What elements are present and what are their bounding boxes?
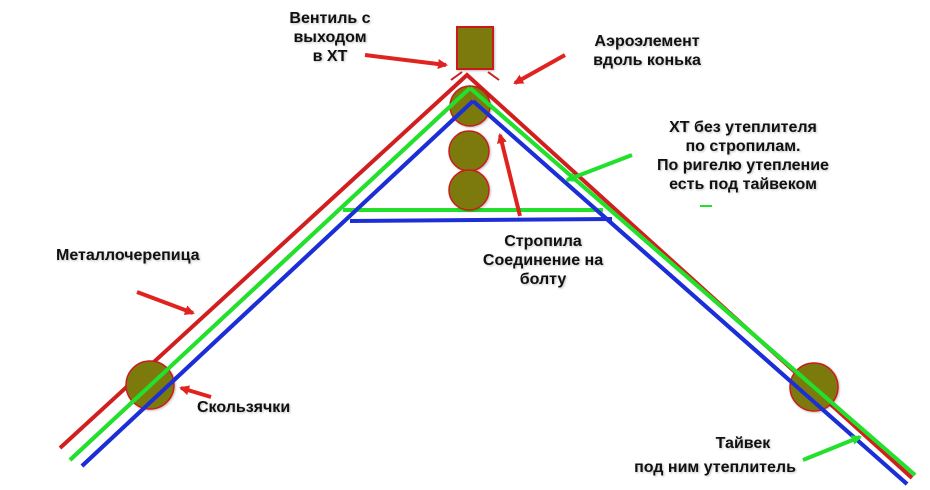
aero-element-label: Аэроэлемент вдоль конька	[593, 33, 701, 69]
collar-tie-blue	[349, 217, 613, 223]
arrow-icon	[513, 53, 566, 85]
tyvek-label: Тайвек под ним утеплитель	[634, 435, 796, 476]
insulation-overlay-right	[468, 86, 917, 477]
log-section-icon	[448, 130, 490, 172]
arrow-icon	[179, 385, 212, 399]
arrow-icon	[136, 290, 195, 315]
rafter-label: Стропила Соединение на болту	[482, 233, 604, 288]
membrane-overlay-right	[471, 99, 909, 486]
sliders-label: Скользячки	[197, 399, 291, 416]
arrow-icon	[364, 53, 448, 69]
aero-element-left-mark	[450, 71, 463, 81]
log-section-icon	[448, 169, 490, 211]
valve-label: Вентиль с выходом в ХТ	[289, 10, 371, 65]
insulation-overlay-left	[68, 86, 472, 462]
metal-tile-label: Металлочерепица	[56, 247, 200, 264]
ridge-valve-icon	[456, 26, 494, 70]
aero-element-right-mark	[487, 71, 500, 81]
arrow-icon	[802, 435, 862, 462]
cold-attic-label: ХТ без утеплителя по стропилам. По ригел…	[657, 119, 829, 193]
membrane-overlay-left	[80, 99, 475, 468]
arrow-icon	[565, 153, 633, 182]
arrow-icon	[497, 133, 522, 217]
